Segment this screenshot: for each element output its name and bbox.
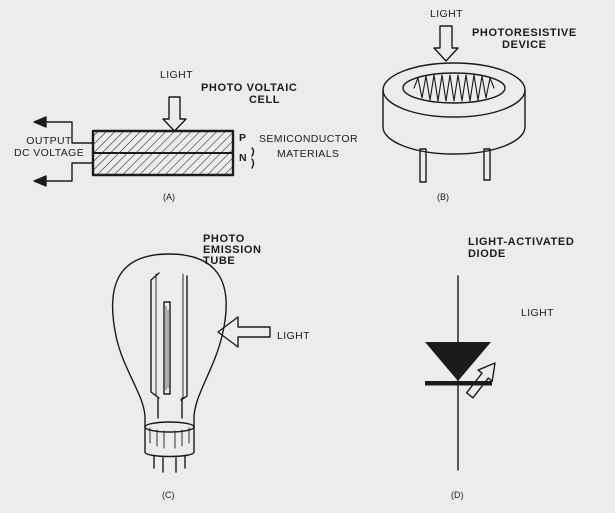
bracket-n	[251, 158, 255, 169]
photovoltaic-cell	[33, 96, 255, 187]
anode-shading	[165, 305, 169, 391]
title-c-line2: EMISSION	[203, 244, 262, 256]
light-label-a: LIGHT	[160, 69, 193, 81]
photo-emission-tube-title: PHOTO EMISSION TUBE	[203, 234, 262, 267]
light-arrow-c	[217, 316, 271, 348]
sensor-window	[402, 72, 506, 104]
light-label-d: LIGHT	[521, 307, 554, 319]
resistive-track	[413, 74, 495, 102]
cathode-inner-edge	[155, 273, 184, 399]
caption-c: (C)	[162, 490, 175, 500]
photovoltaic-cell-title: PHOTO VOLTAIC CELL	[201, 82, 297, 106]
light-arrow-b	[433, 25, 459, 62]
base-rim	[144, 421, 195, 433]
lead-right	[483, 148, 491, 181]
lead-left	[419, 148, 427, 183]
light-arrow-d	[465, 362, 496, 399]
diode-triangle	[425, 342, 491, 381]
light-activated-diode	[425, 275, 496, 471]
output-wire-bottom	[45, 162, 94, 182]
bracket-p	[251, 147, 255, 157]
output-dc-voltage-label: OUTPUT DC VOLTAGE	[14, 135, 84, 159]
photoresistive-device	[382, 25, 526, 183]
cylinder-bottom-rim	[382, 126, 526, 155]
output-line1: OUTPUT	[26, 135, 72, 147]
materials-line2: MATERIALS	[277, 148, 340, 160]
cylinder-top	[382, 62, 526, 118]
p-label: P	[239, 132, 247, 144]
materials-line1: SEMICONDUCTOR	[259, 133, 358, 145]
caption-b: (B)	[437, 192, 449, 202]
output-line2: DC VOLTAGE	[14, 147, 85, 159]
diode-bar	[425, 381, 492, 386]
output-arrow-bottom	[33, 175, 47, 187]
title-c-line1: PHOTO	[203, 233, 245, 245]
glass-envelope	[111, 253, 227, 428]
title-d-line2: DIODE	[468, 248, 506, 260]
photoresistive-device-title: PHOTORESISTIVE DEVICE	[472, 27, 577, 51]
tube-base	[144, 426, 195, 458]
caption-d: (D)	[451, 490, 464, 500]
n-label: N	[239, 152, 247, 164]
caption-a: (A)	[163, 192, 175, 202]
p-layer	[92, 130, 234, 154]
n-layer	[92, 152, 234, 176]
title-a-line2: CELL	[249, 94, 281, 106]
light-arrow-a	[162, 96, 187, 132]
title-b-line1: PHOTORESISTIVE	[472, 27, 577, 39]
base-ridges	[149, 427, 190, 449]
light-activated-diode-title: LIGHT-ACTIVATED DIODE	[468, 236, 574, 260]
output-wire-top	[45, 121, 94, 144]
semiconductor-materials-label: SEMICONDUCTOR MATERIALS	[259, 133, 358, 160]
photo-emission-tube	[111, 253, 271, 473]
title-a-line1: PHOTO VOLTAIC	[201, 82, 298, 94]
title-d-line1: LIGHT-ACTIVATED	[468, 236, 575, 248]
light-label-b: LIGHT	[430, 8, 463, 20]
title-c-line3: TUBE	[203, 255, 236, 267]
light-label-c: LIGHT	[277, 330, 310, 342]
stem	[157, 397, 183, 419]
title-b-line2: DEVICE	[502, 39, 547, 51]
output-arrow-top	[33, 116, 47, 128]
anode	[163, 301, 171, 395]
